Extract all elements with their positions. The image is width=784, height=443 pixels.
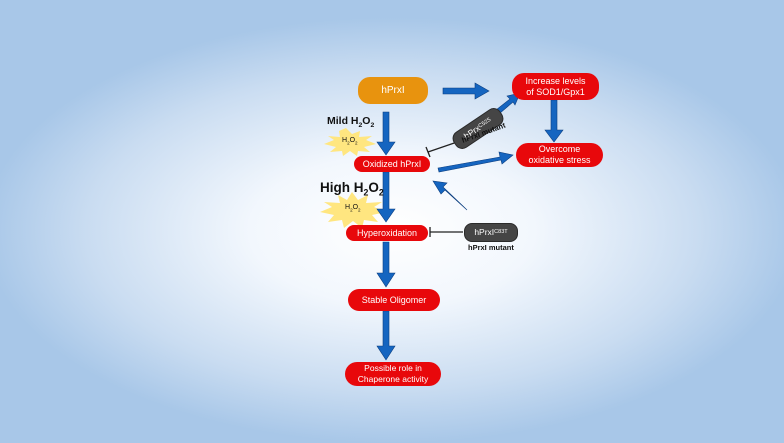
high-h2o2-burst-label: H2O2: [345, 204, 361, 212]
mutant-c83t-superscript: C83T: [494, 229, 508, 235]
arrow-oxidized-to-hyperoxidation: [376, 171, 396, 223]
arrow-oligomer-to-possible-role: [376, 310, 396, 361]
mild-burst-h: H: [342, 137, 348, 144]
high-h2o2-o: O: [368, 180, 379, 195]
stable-oligomer-node: Stable Oligomer: [348, 289, 440, 311]
mild-h2o2-sub-2b: 2: [370, 122, 375, 130]
mutant-c83t-name: hPrxI: [474, 227, 495, 237]
possible-role-node: Possible role in Chaperone activity: [345, 362, 441, 386]
arrow-c83t-to-oxidized: [432, 180, 468, 211]
arrow-hyperoxidation-to-oligomer: [376, 241, 396, 288]
high-burst-o: O: [352, 204, 359, 211]
high-h2o2-text: High H: [320, 180, 364, 195]
high-h2o2-sub-2a: 2: [363, 187, 369, 198]
inhibition-c83t: [429, 227, 463, 237]
high-h2o2-label: High H2O2: [320, 180, 384, 198]
arrow-hprxi-to-oxidized: [376, 111, 396, 156]
mild-h2o2-label: Mild H2O2: [327, 115, 374, 129]
arrow-increase-to-overcome: [544, 99, 564, 143]
mild-h2o2-sub-2a: 2: [358, 122, 363, 130]
overcome-oxidative-stress-node: Overcome oxidative stress: [516, 143, 603, 167]
mild-h2o2-burst: [324, 128, 376, 156]
high-h2o2-burst: [320, 192, 386, 228]
mild-burst-o: O: [349, 137, 356, 144]
mild-burst-sub-2b: 2: [355, 140, 358, 146]
high-h2o2-sub-2b: 2: [378, 187, 384, 198]
arrow-oxidized-to-overcome: [437, 151, 514, 173]
oxidized-hprxi-node: Oxidized hPrxI: [354, 156, 430, 172]
mutant-c83t-label: hPrxI mutant: [468, 243, 514, 252]
mild-burst-sub-2a: 2: [347, 140, 350, 146]
mild-h2o2-text: Mild H: [327, 115, 359, 127]
mild-h2o2-burst-label: H2O2: [342, 137, 358, 145]
high-burst-sub-2a: 2: [350, 207, 353, 213]
increase-levels-node: Increase levels of SOD1/Gpx1: [512, 73, 599, 100]
arrow-hprxi-to-increase: [442, 82, 490, 100]
mild-h2o2-o: O: [362, 115, 371, 127]
hprxi-node: hPrxI: [358, 77, 428, 104]
high-burst-h: H: [345, 204, 351, 211]
hyperoxidation-node: Hyperoxidation: [346, 225, 428, 241]
arrow-c52s-to-increase: [495, 92, 521, 115]
high-burst-sub-2b: 2: [358, 207, 361, 213]
